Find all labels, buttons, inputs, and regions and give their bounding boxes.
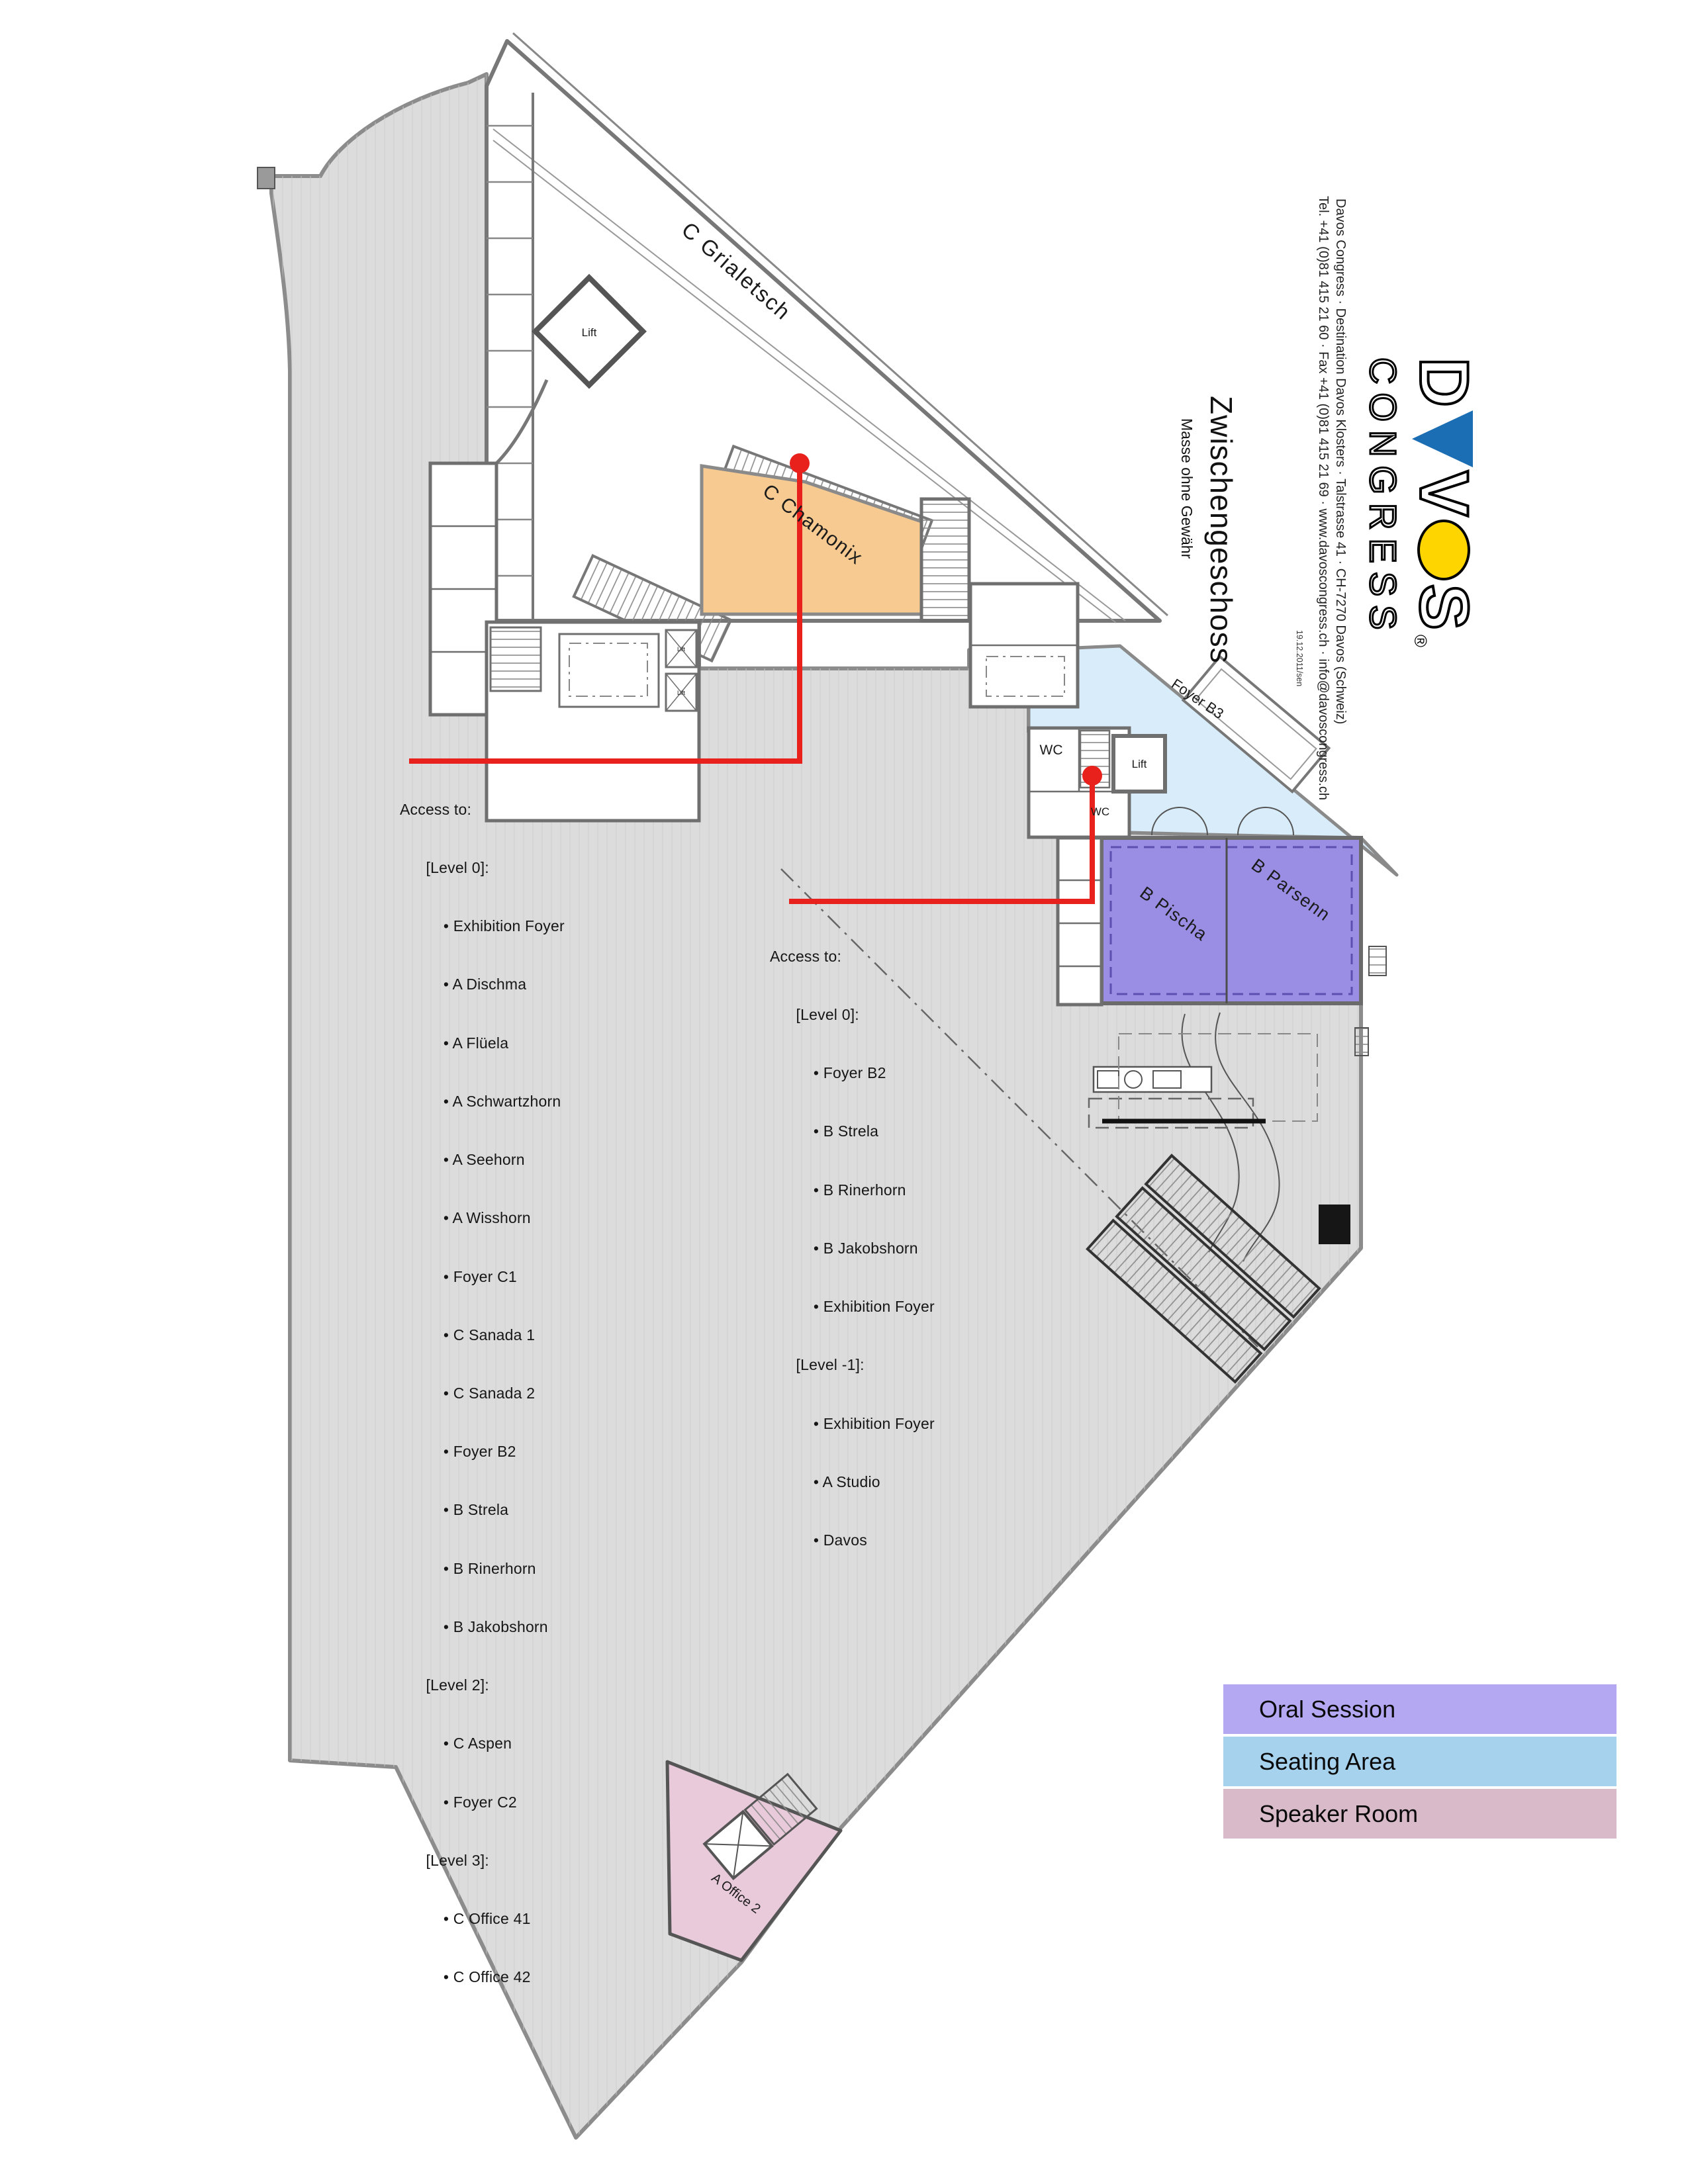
access-item: • C Office 42 [400, 1968, 531, 1986]
access-item: • B Rinerhorn [400, 1559, 536, 1577]
logo-triangle-a-icon [1412, 410, 1473, 467]
access-item: • A Flüela [400, 1034, 509, 1052]
leader-dot-chamonix [790, 453, 810, 473]
curved-wall [495, 379, 549, 465]
contact-line-2: Tel. +41 (0)81 415 21 60 · Fax +41 (0)81… [1316, 196, 1331, 801]
access-item: • Exhibition Foyer [770, 1414, 935, 1432]
access-item: • A Wisshorn [400, 1209, 531, 1227]
dark-core [1319, 1205, 1350, 1244]
label-lift-foyer: Lift [1132, 758, 1147, 770]
service-blocks [428, 461, 1167, 1007]
access-item: • A Schwartzhorn [400, 1092, 561, 1110]
access-item: • Foyer C1 [400, 1267, 517, 1285]
corridor-line-2 [492, 140, 1117, 623]
label-wc-lower: WC [1091, 805, 1109, 818]
access-item: • A Seehorn [400, 1151, 525, 1169]
legend-speaker-room: Speaker Room [1223, 1789, 1617, 1839]
legend-seating-area: Seating Area [1223, 1737, 1617, 1786]
access-item: • B Strela [400, 1501, 509, 1519]
wing-outline [485, 39, 1162, 623]
access-item: • B Jakobshorn [770, 1239, 918, 1257]
leader-line-foyer [789, 776, 1095, 904]
oral-session-dashed-inset [1109, 846, 1353, 995]
access-item: Access to: [400, 800, 472, 818]
access-item: Access to: [770, 947, 842, 965]
logo-ellipse-o-icon [1417, 520, 1470, 581]
legend: Oral Session Seating Area Speaker Room [1223, 1684, 1617, 1839]
access-list-right: Access to: [Level 0]: • Foyer B2 • B Str… [770, 908, 935, 1570]
access-item: • B Jakobshorn [400, 1617, 548, 1635]
access-item: • Davos [770, 1531, 867, 1549]
wing-facade-outer [512, 32, 1168, 617]
upper-wing [485, 32, 1168, 663]
label-wc-upper: WC [1040, 743, 1063, 758]
inner-edge-dashed [780, 868, 1258, 1347]
office2-core [702, 1772, 818, 1881]
access-item: [Level 2]: [400, 1676, 489, 1694]
foyer-lift [1111, 734, 1167, 794]
access-item: [Level 0]: [770, 1006, 859, 1024]
access-item: [Level 3]: [400, 1851, 489, 1869]
wall-cap [257, 167, 275, 189]
legend-oral-session: Oral Session [1223, 1684, 1617, 1734]
wing-lift-shaft [532, 273, 647, 389]
access-item: • A Dischma [400, 976, 527, 993]
lift-shafts [665, 629, 698, 712]
access-list-left: Access to: [Level 0]: • Exhibition Foyer… [400, 761, 565, 2007]
foyer-window-bay [1181, 655, 1331, 794]
block-b-room [558, 633, 660, 708]
access-item: [Level 0]: [400, 859, 489, 877]
access-item: • C Office 41 [400, 1909, 531, 1927]
access-item: • Exhibition Foyer [400, 917, 565, 935]
logo-registered-mark: ® [1411, 634, 1430, 648]
block-b-stair [489, 626, 542, 692]
access-item: • C Sanada 2 [400, 1385, 536, 1402]
access-item: [Level -1]: [770, 1356, 865, 1374]
side-stair-2 [1354, 1027, 1369, 1056]
corridor-line-1 [492, 128, 1126, 621]
floor-title: Zwischengeschoss [1204, 396, 1239, 664]
side-stair-1 [1368, 946, 1387, 976]
access-item: • A Studio [770, 1473, 880, 1490]
legend-seating-area-label: Seating Area [1259, 1747, 1396, 1775]
rooms-west-of-oral [1056, 836, 1103, 1007]
logo-word-congress: CONGRESS [1362, 357, 1405, 640]
grand-stairs [1086, 1154, 1321, 1384]
legend-speaker-room-label: Speaker Room [1259, 1799, 1419, 1827]
label-lift-shaft-2: Lift [677, 690, 686, 696]
access-item: • C Sanada 1 [400, 1326, 536, 1343]
access-item: • B Strela [770, 1122, 879, 1140]
logo-letter-s: S [1404, 582, 1483, 631]
label-lift-wedge: Lift [582, 326, 597, 339]
hall-details [1086, 946, 1387, 1384]
logo-letter-d: D [1404, 356, 1483, 408]
logo-letter-v: V [1404, 469, 1483, 518]
floor-disclaimer: Masse ohne Gewähr [1178, 418, 1196, 559]
access-item: • Exhibition Foyer [770, 1298, 935, 1316]
counter-dashed-zone [1088, 1097, 1254, 1129]
hall-floor-texture [271, 74, 1361, 2138]
access-item: • Foyer B2 [400, 1443, 516, 1461]
access-item: • C Aspen [400, 1735, 512, 1752]
legend-oral-session-label: Oral Session [1259, 1695, 1396, 1723]
leader-dot-foyer [1082, 766, 1102, 786]
access-item: • B Rinerhorn [770, 1181, 906, 1199]
davos-congress-logo: D V S ® CONGRESS [1362, 356, 1484, 649]
block-b-room-inner [569, 643, 648, 697]
access-item: • Foyer B2 [770, 1064, 886, 1082]
double-door-arcs [1151, 807, 1294, 836]
access-item: • Foyer C2 [400, 1793, 517, 1811]
revision-note: 19.12.2011/sen [1295, 630, 1304, 687]
leader-annotations [409, 453, 1102, 904]
logo-word-davos: D V S ® [1404, 356, 1483, 649]
ramp-curve-1 [1215, 1012, 1280, 1262]
contact-line-1: Davos Congress · Destination Davos Klost… [1333, 199, 1348, 725]
label-lift-shaft-1: Lift [677, 646, 686, 653]
leader-line-chamonix [409, 463, 802, 764]
stairwell-right-of-chamonix [919, 497, 971, 623]
